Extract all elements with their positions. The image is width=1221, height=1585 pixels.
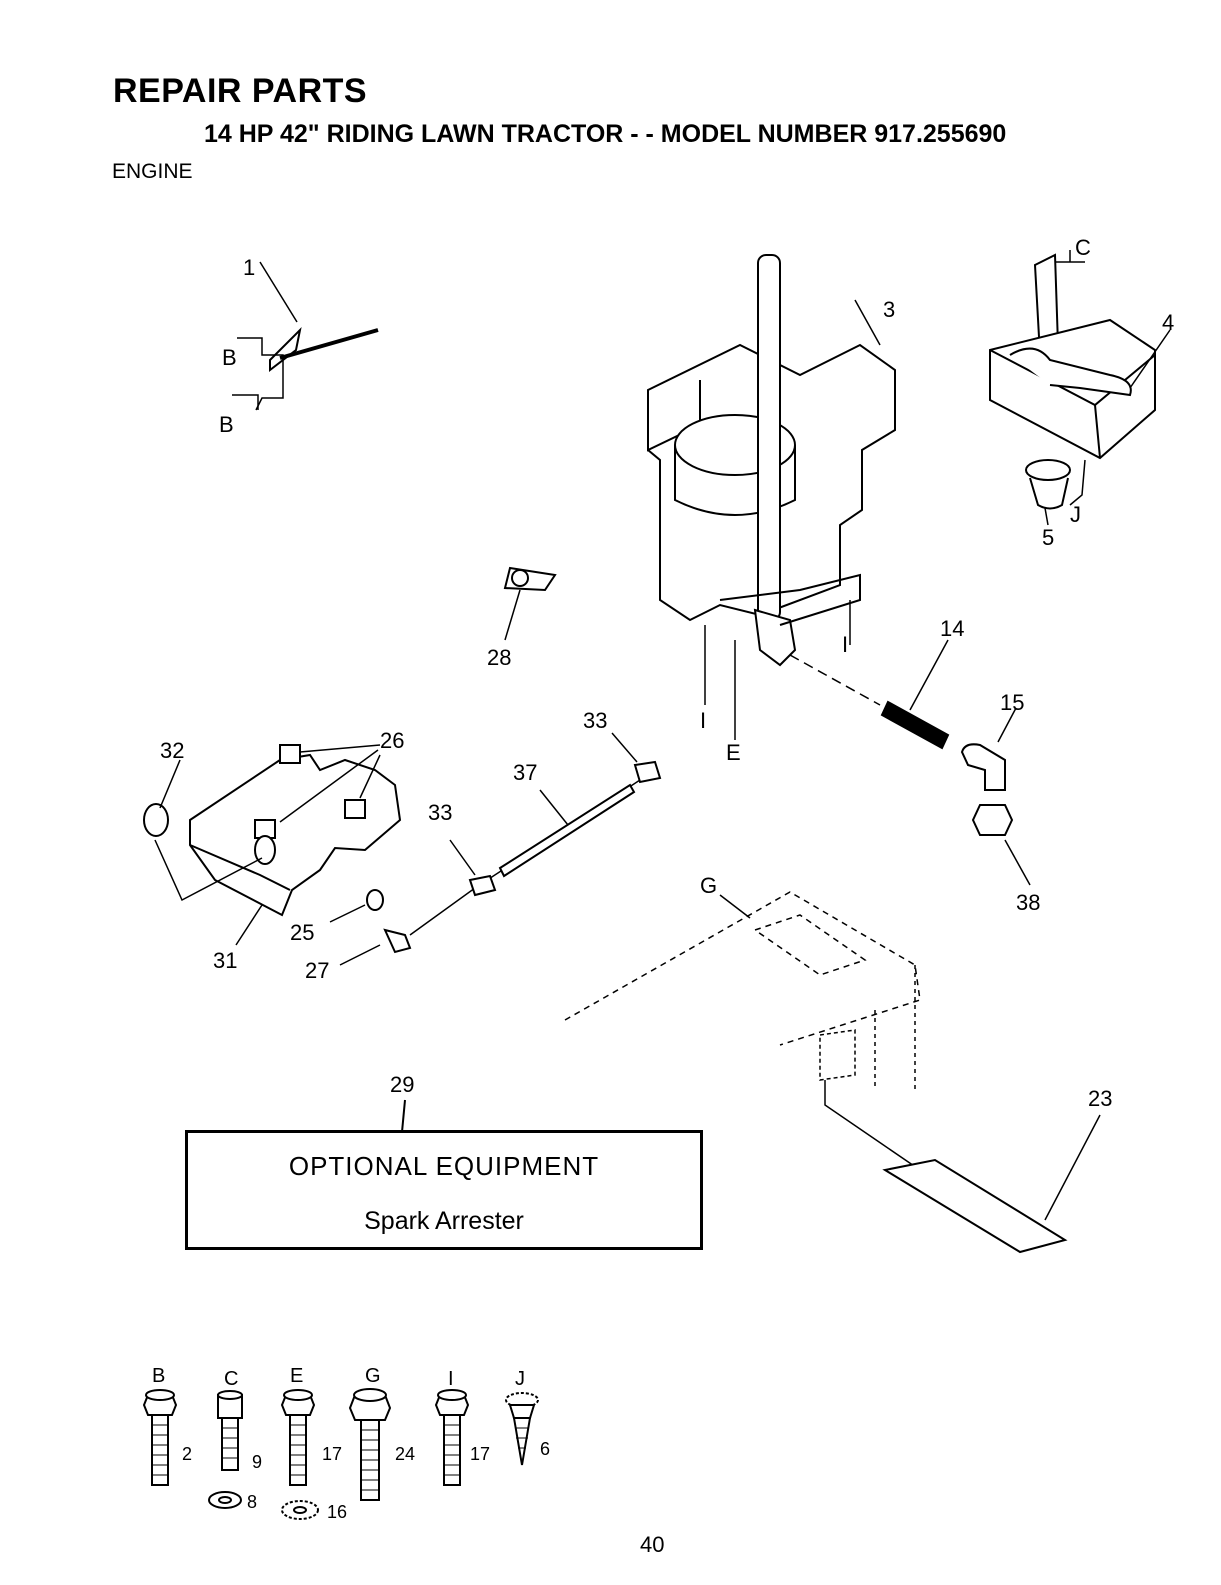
hw-letter-g: G <box>365 1365 381 1387</box>
callout-25: 25 <box>290 920 314 945</box>
optional-equipment-item: Spark Arrester <box>188 1207 700 1236</box>
leader-29 <box>402 1100 405 1132</box>
exhaust-pipe-part <box>790 640 948 748</box>
bolt-b-icon <box>144 1390 176 1485</box>
optional-equipment-box: OPTIONAL EQUIPMENT Spark Arrester <box>185 1130 703 1250</box>
ref-letter-e: E <box>726 740 741 765</box>
ref-letter-j: J <box>1070 502 1081 527</box>
fuel-fittings-part <box>330 890 410 965</box>
hw-letter-c: C <box>224 1368 238 1390</box>
callout-28: 28 <box>487 645 511 670</box>
hw-part-17-e: 17 <box>322 1444 342 1464</box>
callout-15: 15 <box>1000 690 1024 715</box>
callout-23: 23 <box>1088 1086 1112 1111</box>
bolt-e-icon <box>282 1390 318 1519</box>
callout-5: 5 <box>1042 525 1054 550</box>
ref-letter-g: G <box>700 873 717 898</box>
callout-32: 32 <box>160 738 184 763</box>
callout-3: 3 <box>883 297 895 322</box>
hw-part-24: 24 <box>395 1444 415 1464</box>
callout-4: 4 <box>1162 310 1174 335</box>
clamp-part <box>505 568 555 640</box>
hw-letter-e: E <box>290 1365 303 1387</box>
ref-letter-b-upper: B <box>222 345 237 370</box>
hw-letter-j: J <box>515 1368 525 1390</box>
hw-part-8: 8 <box>247 1492 257 1512</box>
bolt-i-icon <box>436 1390 468 1485</box>
callout-33-upper: 33 <box>583 708 607 733</box>
exhaust-elbow-part <box>962 708 1016 790</box>
callout-38: 38 <box>1016 890 1040 915</box>
hw-letter-b: B <box>152 1365 165 1387</box>
engine-part <box>648 255 895 665</box>
hw-letter-i: I <box>448 1368 454 1390</box>
callout-1: 1 <box>243 255 255 280</box>
hw-part-17-i: 17 <box>470 1444 490 1464</box>
muffler-part <box>990 250 1170 458</box>
plug-part <box>973 805 1030 885</box>
callout-27: 27 <box>305 958 329 983</box>
ref-letter-c: C <box>1075 235 1091 260</box>
callout-14: 14 <box>940 616 964 641</box>
optional-equipment-heading: OPTIONAL EQUIPMENT <box>188 1151 700 1182</box>
hw-part-2: 2 <box>182 1444 192 1464</box>
bolt-c-icon <box>209 1391 242 1508</box>
callout-31: 31 <box>213 948 237 973</box>
ref-letter-b-lower: B <box>219 412 234 437</box>
callout-37: 37 <box>513 760 537 785</box>
hw-part-16: 16 <box>327 1502 347 1522</box>
page-number: 40 <box>640 1532 664 1558</box>
fuel-tank-part <box>144 745 400 945</box>
frame-dashed-outline <box>565 892 920 1090</box>
ref-letter-i-left: I <box>700 708 706 733</box>
heat-shield-part <box>825 1080 1100 1252</box>
callout-29: 29 <box>390 1072 414 1097</box>
throttle-cable-part <box>232 262 378 410</box>
hw-part-9: 9 <box>252 1452 262 1472</box>
screw-j-icon <box>506 1393 538 1465</box>
callout-33-lower: 33 <box>428 800 452 825</box>
callout-26: 26 <box>380 728 404 753</box>
ref-letter-i-right: I <box>842 632 848 657</box>
bolt-g-icon <box>350 1389 390 1500</box>
hw-part-6: 6 <box>540 1439 550 1459</box>
